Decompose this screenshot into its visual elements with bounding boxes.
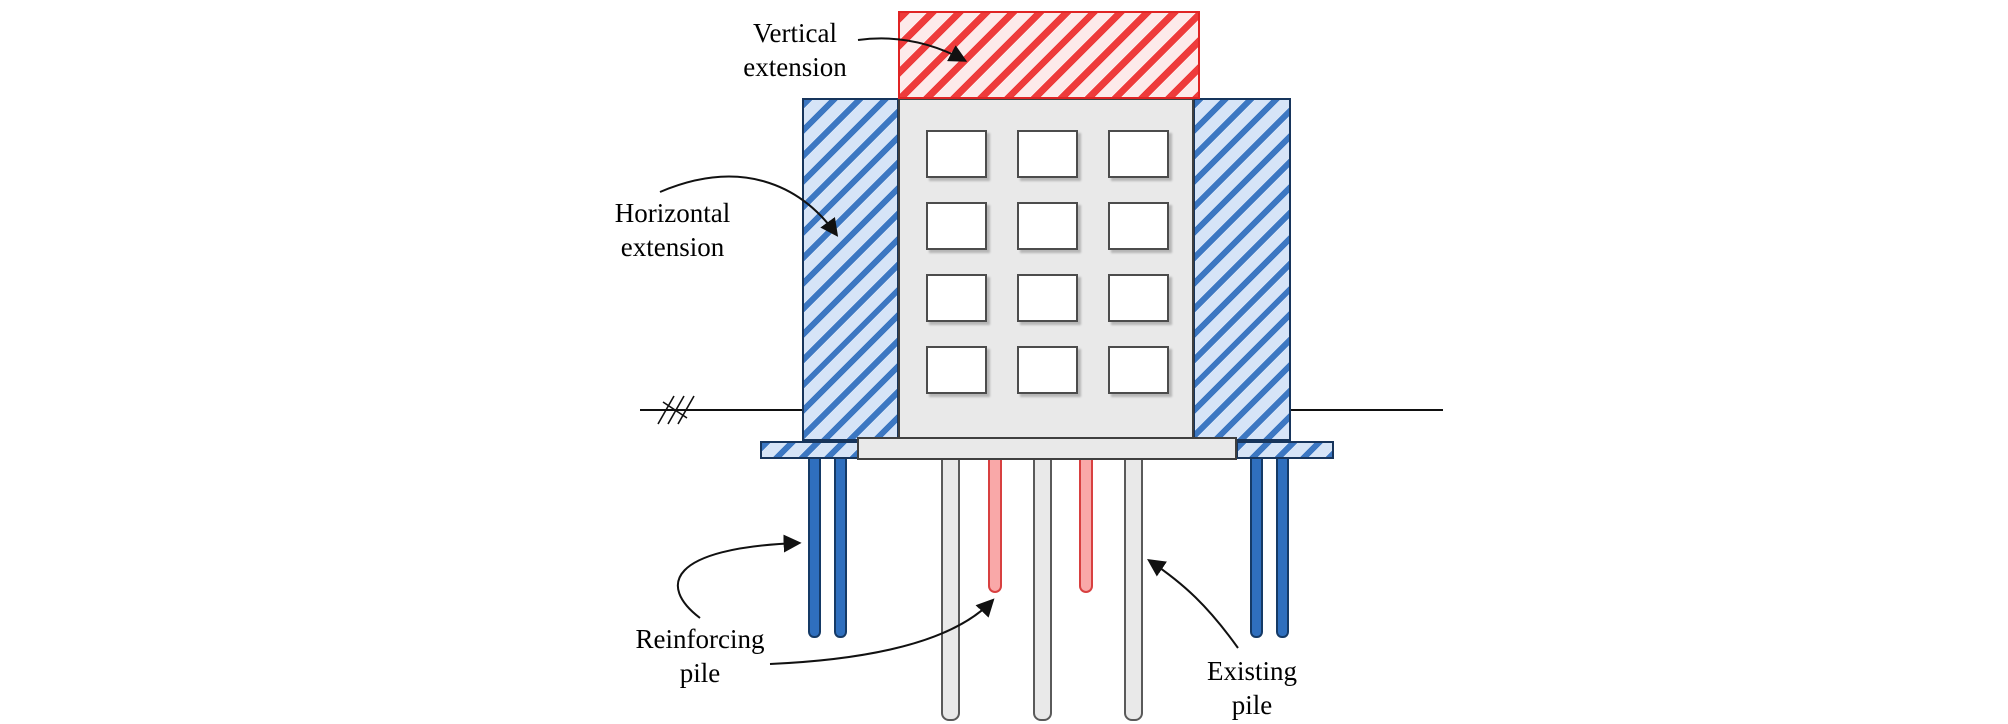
arrow-existing-pile xyxy=(1147,558,1239,649)
reinforcing-pile-blue xyxy=(1250,450,1263,638)
window xyxy=(1108,202,1169,250)
horizontal-extension-right-wing xyxy=(1193,98,1291,441)
window xyxy=(926,130,987,178)
existing-pile-label: Existing pile xyxy=(1157,654,1347,722)
horizontal-extension-label: Horizontal extension xyxy=(575,196,770,264)
window xyxy=(1017,346,1078,394)
label-line: extension xyxy=(743,52,847,83)
ground-hatch-icon xyxy=(657,395,695,425)
window xyxy=(926,274,987,322)
reinforcing-pile-blue xyxy=(1276,450,1289,638)
window xyxy=(1017,274,1078,322)
reinforcing-pile-blue xyxy=(808,450,821,638)
window xyxy=(1108,346,1169,394)
window-grid xyxy=(926,130,1169,394)
window xyxy=(1108,274,1169,322)
horizontal-extension-left-wing xyxy=(802,98,899,441)
footing-extension-left xyxy=(760,441,861,459)
window xyxy=(1108,130,1169,178)
existing-pile-shaft xyxy=(1124,450,1143,721)
label-line: Horizontal xyxy=(614,198,731,228)
label-line: pile xyxy=(679,658,721,689)
reinforcing-pile-label: Reinforcing pile xyxy=(605,622,795,690)
label-line: Vertical xyxy=(753,18,837,48)
existing-pile-shaft xyxy=(1033,450,1052,721)
reinforcing-pile-red xyxy=(1079,450,1093,593)
window xyxy=(926,346,987,394)
label-line: Reinforcing xyxy=(635,624,765,654)
existing-footing xyxy=(857,437,1237,460)
reinforcing-pile-blue xyxy=(834,450,847,638)
label-line: extension xyxy=(620,232,725,263)
window xyxy=(926,202,987,250)
footing-extension-right xyxy=(1236,441,1334,459)
existing-pile-shaft xyxy=(941,450,960,721)
vertical-extension-block xyxy=(898,11,1200,99)
arrow-reinforcing-to-blue-pile xyxy=(676,534,802,619)
label-line: Existing xyxy=(1206,656,1297,686)
window xyxy=(1017,202,1078,250)
reinforcing-pile-red xyxy=(988,450,1002,593)
label-line: pile xyxy=(1231,690,1273,721)
window xyxy=(1017,130,1078,178)
vertical-extension-label: Vertical extension xyxy=(700,16,890,84)
